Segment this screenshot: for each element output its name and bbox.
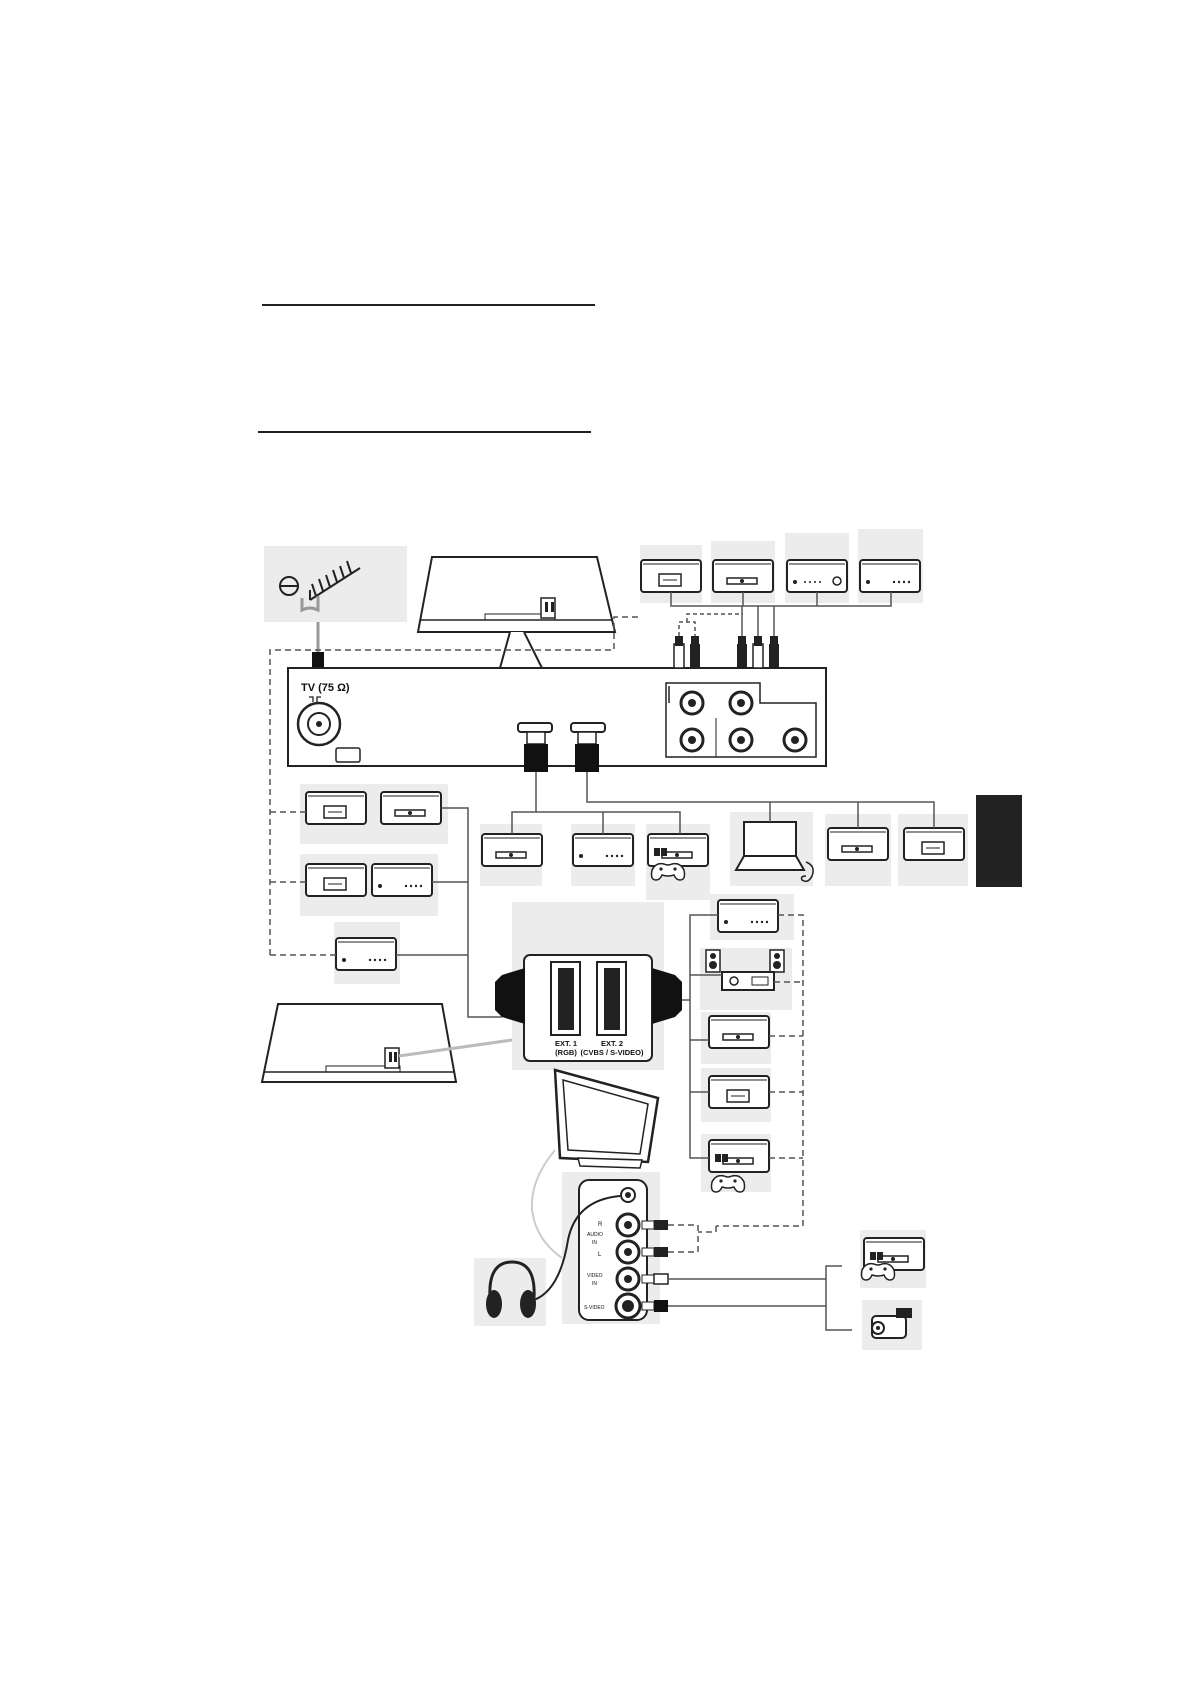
hdmi-cables — [511, 772, 935, 834]
side-cables — [668, 1224, 852, 1331]
side-plugs — [641, 1220, 669, 1312]
left-stack-cables — [270, 807, 502, 1018]
laptop-icon — [734, 821, 814, 883]
rca-socket-1[interactable] — [679, 690, 705, 716]
game-console-icon — [647, 833, 709, 867]
scart-socket-ext2[interactable] — [596, 961, 627, 1036]
side-l-label: L — [598, 1252, 602, 1258]
scart-right-devices — [700, 894, 794, 1193]
rca-socket-5[interactable] — [782, 727, 808, 753]
scart-socket-ext1[interactable] — [550, 961, 581, 1036]
headphone-socket[interactable] — [620, 1187, 636, 1203]
left-device-stack — [300, 784, 448, 984]
side-r-label: R — [598, 1222, 603, 1228]
audio-l-socket[interactable] — [615, 1239, 641, 1265]
bottom-right-devices — [860, 1230, 926, 1350]
audio-r-socket[interactable] — [615, 1212, 641, 1238]
side-svideo-label: S-VIDEO — [584, 1305, 605, 1311]
antenna-socket[interactable] — [296, 701, 342, 747]
service-socket[interactable] — [335, 747, 361, 763]
vcr-icon — [640, 559, 702, 593]
set-top-box-icon — [859, 559, 921, 593]
antenna-panel — [264, 546, 407, 668]
scart-ext1-sublabel: (RGB) — [555, 1048, 577, 1057]
headphones-icon — [474, 1195, 621, 1326]
svideo-socket[interactable] — [614, 1292, 642, 1320]
tv-rear-top — [416, 556, 617, 633]
game-console-icon — [863, 1237, 925, 1271]
hdmi-socket-2[interactable] — [570, 722, 606, 733]
side-video-in-label: IN — [592, 1281, 597, 1287]
top-device-row — [640, 529, 923, 603]
side-audio-in-label: IN — [592, 1240, 597, 1246]
set-top-box-icon — [786, 559, 848, 593]
flat-tv-icon — [530, 1068, 660, 1259]
scart-ext2-sublabel: (CVBS / S-VIDEO) — [581, 1048, 644, 1057]
top-right-cables — [670, 592, 892, 636]
hifi-system-icon — [705, 949, 785, 991]
rear-connector-panel: TV (75 Ω) — [287, 667, 827, 767]
side-video-label: VIDEO — [587, 1273, 603, 1279]
rca-plugs — [673, 636, 779, 669]
side-audio-label: AUDIO — [587, 1232, 603, 1238]
side-connector-panel: R AUDIO IN L VIDEO IN S-VIDEO — [562, 1172, 660, 1324]
camcorder-icon — [871, 1308, 912, 1339]
scart-ext2-label: EXT. 2 — [601, 1039, 623, 1048]
scart-ext1-label: EXT. 1 — [555, 1039, 577, 1048]
hdmi-plugs — [524, 731, 599, 772]
hdmi-socket-1[interactable] — [517, 722, 553, 733]
tv-rear-bottom — [260, 1003, 513, 1083]
scart-right-cables — [682, 914, 804, 1233]
section-tab — [976, 795, 1022, 887]
dvd-player-icon — [712, 559, 774, 593]
video-in-socket[interactable] — [615, 1266, 641, 1292]
hdmi-device-row — [480, 812, 968, 900]
rca-socket-3[interactable] — [679, 727, 705, 753]
antenna-input-label: TV (75 Ω) — [301, 682, 350, 694]
dashed-loop — [269, 616, 640, 955]
scart-panel: EXT. 1 (RGB) EXT. 2 (CVBS / S-VIDEO) — [495, 902, 682, 1070]
rca-socket-4[interactable] — [728, 727, 754, 753]
satellite-dish-icon — [279, 576, 299, 596]
rca-socket-2[interactable] — [728, 690, 754, 716]
antenna-icon — [309, 560, 361, 601]
